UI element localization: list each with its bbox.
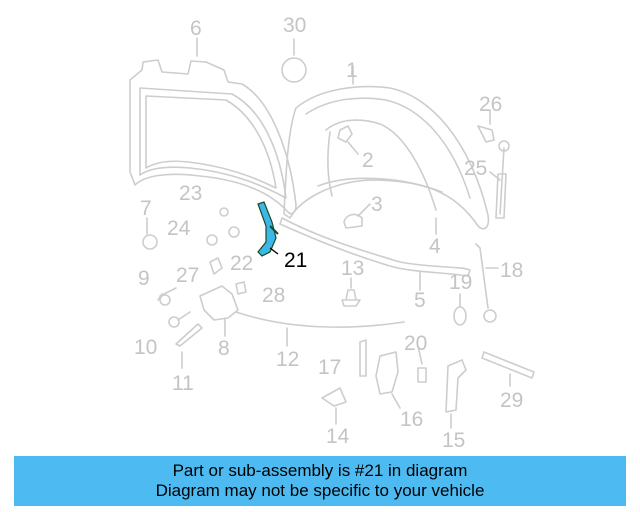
part-14-clip [321,387,347,407]
callout-10: 10 [134,336,158,359]
part-26-clip [477,125,495,143]
part-20-clip [417,367,427,383]
part-25-strut [499,147,505,215]
parts-diagram-drawing [129,37,535,429]
part-19-grommet [453,306,467,326]
part-6-insulator [129,37,297,215]
callout-26: 26 [479,93,503,116]
part-1-hood [283,65,490,230]
callout-14: 14 [326,425,350,448]
callout-16: 16 [400,408,424,431]
callout-24: 24 [167,217,191,240]
part-16-bracket [375,351,399,395]
parts-diagram: 1 2 3 4 5 6 7 8 9 10 11 12 13 14 15 16 1… [129,14,535,452]
callout-27: 27 [176,264,200,287]
part-5-seal [279,217,471,277]
callout-20: 20 [404,332,428,355]
part-10-bolt [168,316,180,328]
callout-2: 2 [362,149,374,172]
callout-7: 7 [140,197,152,220]
callout-9: 9 [138,267,150,290]
callout-17: 17 [318,356,342,379]
part-18-prop-rod [475,243,489,309]
callout-29: 29 [500,389,524,412]
callout-11: 11 [172,372,194,395]
callout-12: 12 [276,348,300,371]
part-21-highlighted[interactable] [257,201,279,257]
callout-3: 3 [371,193,383,216]
callout-4: 4 [429,235,441,258]
part-11-rod [175,323,203,347]
part-29-seal [481,351,535,379]
callout-5: 5 [414,289,426,312]
callout-8: 8 [218,337,230,360]
callout-28: 28 [262,284,286,307]
part-22-screw [228,226,240,238]
callout-18: 18 [500,259,524,282]
part-24-nut [206,234,218,246]
part-23-screw [219,207,229,217]
banner-line-part-number: Part or sub-assembly is #21 in diagram [172,461,468,480]
part-27-clip [209,257,223,275]
part-12-cable [235,311,405,328]
part-17-bracket [359,339,367,377]
part-7-grommet [142,234,158,250]
banner-line-disclaimer: Diagram may not be specific to your vehi… [155,481,485,500]
part-13-clip [341,289,361,307]
part-3-bumper [343,213,363,229]
part-30-plug [281,57,307,83]
callout-6: 6 [190,17,202,40]
part-28-bumper [235,281,247,295]
callout-21[interactable]: 21 [284,249,308,272]
callout-13: 13 [341,257,365,280]
callout-30: 30 [283,14,307,37]
callout-25: 25 [464,157,488,180]
info-banner: Part or sub-assembly is #21 in diagram D… [14,456,626,506]
callout-23: 23 [179,182,203,205]
callout-19: 19 [449,271,473,294]
part-2-bumper [337,125,353,143]
part-9-bolt [157,287,177,301]
part-8-latch [199,285,239,321]
callout-22: 22 [230,252,254,275]
callout-15: 15 [442,429,466,452]
part-15-handle [445,359,467,413]
callout-1: 1 [346,59,358,82]
